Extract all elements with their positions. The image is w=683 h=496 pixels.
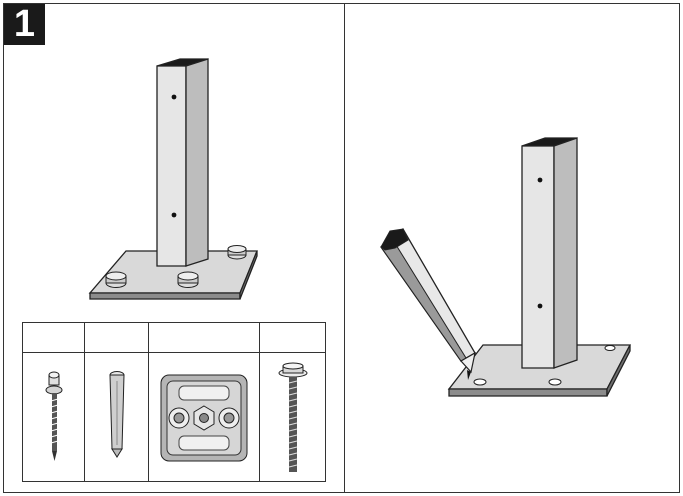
wall-plug-icon	[109, 371, 125, 458]
right-panel	[345, 4, 679, 492]
parts-cell	[85, 353, 149, 481]
bolt-head-mid	[177, 271, 199, 288]
parts-cell	[260, 353, 325, 481]
parts-header-cell	[85, 323, 149, 353]
parts-header-cell	[23, 323, 85, 353]
parts-cell	[23, 353, 85, 481]
pencil-icon	[380, 228, 476, 380]
lag-screw-icon	[45, 371, 63, 461]
instruction-frame	[3, 3, 680, 493]
left-panel	[4, 4, 344, 492]
bolt-head-left	[105, 271, 127, 288]
post-base-icon	[88, 58, 258, 300]
panel-divider	[344, 3, 345, 493]
step-number-badge: 1	[4, 4, 45, 45]
parts-header-cell	[149, 323, 260, 353]
parts-cell	[149, 353, 260, 481]
bolt-icon	[278, 362, 308, 472]
bolt-head-right	[227, 245, 247, 260]
marking-post-base-icon	[380, 137, 632, 397]
parts-header-cell	[260, 323, 325, 353]
spacer-plate-icon	[160, 374, 248, 462]
parts-table	[22, 322, 326, 482]
